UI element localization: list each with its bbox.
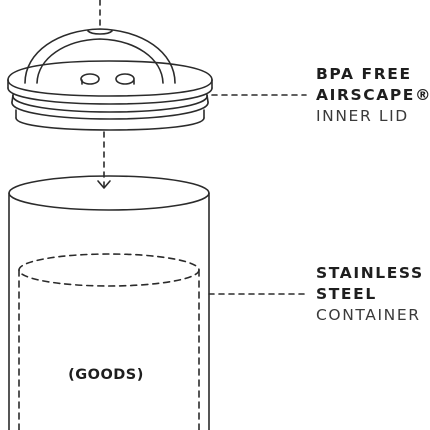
steel-container xyxy=(8,175,210,430)
lid-base xyxy=(15,117,205,131)
contents-label: (GOODS) xyxy=(68,367,144,383)
lid-handle-outer xyxy=(24,28,176,84)
lid-gasket-2 xyxy=(11,101,209,120)
lid-callout-line2: AIRSCAPE® xyxy=(316,86,430,104)
container-callout-line2: STEEL xyxy=(316,285,377,303)
container-callout-line3: CONTAINER xyxy=(316,306,421,324)
lid-gasket-1 xyxy=(12,94,208,113)
inner-lid xyxy=(7,28,213,131)
lid-callout: BPA FREE AIRSCAPE® INNER LID xyxy=(316,64,430,127)
container-callout: STAINLESS STEEL CONTAINER xyxy=(316,263,424,326)
lid-plate-front xyxy=(7,79,213,97)
lid-callout-line3: INNER LID xyxy=(316,107,409,125)
lid-gasket-1-right xyxy=(206,94,209,103)
lid-gasket-1-left xyxy=(11,94,14,103)
lid-callout-line1: BPA FREE xyxy=(316,65,412,83)
lid-handle-ridge xyxy=(87,30,113,35)
lid-valve-right xyxy=(115,73,135,85)
lid-valve-left xyxy=(80,73,100,85)
insert-arrow-head xyxy=(97,180,111,189)
fill-level xyxy=(18,253,200,287)
container-callout-line1: STAINLESS xyxy=(316,264,424,282)
lid-plate-top xyxy=(7,60,213,81)
lid-rim-edge xyxy=(7,87,213,105)
